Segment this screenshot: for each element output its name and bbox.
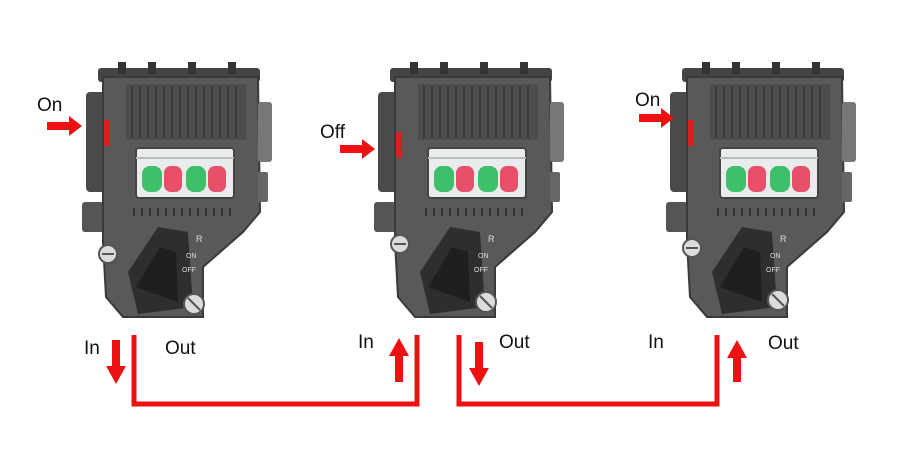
out-label-2: Out (499, 332, 530, 353)
cable-entry (128, 227, 193, 314)
switch-arrow-1 (47, 116, 82, 136)
switch-arrow-2 (340, 139, 375, 159)
in-label-3: In (648, 332, 664, 353)
vent-grille (418, 84, 538, 140)
profibus-connector-2: R ON OFF (374, 62, 564, 318)
terminal-ridges (425, 208, 523, 216)
out-arrow-up-3 (727, 340, 747, 382)
off-mark: OFF (766, 267, 780, 274)
red-switch-tab (688, 120, 694, 146)
on-mark: ON (770, 253, 781, 260)
switch-label-1: On (37, 95, 63, 116)
out-label-3: Out (768, 333, 799, 354)
profibus-connector-1: R ON OFF (82, 62, 272, 318)
terminal-ridges (133, 208, 231, 216)
red-switch-tab (104, 120, 110, 146)
in-arrow-up-2 (389, 338, 409, 382)
r-mark: R (780, 234, 787, 244)
red-switch-tab (396, 132, 402, 158)
switch-arrow-3 (639, 108, 674, 128)
off-mark: OFF (474, 267, 488, 274)
cable-segment-1-2 (131, 335, 420, 407)
r-mark: R (488, 234, 495, 244)
in-arrow-down-1 (106, 340, 126, 384)
profibus-connector-3: R ON OFF (666, 62, 856, 318)
terminal-ridges (717, 208, 815, 216)
terminal-window (719, 147, 819, 199)
terminal-window (427, 147, 527, 199)
terminal-window (135, 147, 235, 199)
off-mark: OFF (182, 267, 196, 274)
in-label-1: In (84, 338, 100, 359)
cable-entry (712, 227, 777, 314)
vent-grille (710, 84, 830, 140)
switch-label-2: Off (320, 122, 345, 143)
cable-entry (420, 227, 485, 314)
out-label-1: Out (165, 338, 196, 359)
on-mark: ON (186, 253, 197, 260)
cable-segment-2-3 (456, 335, 720, 407)
r-mark: R (196, 234, 203, 244)
out-arrow-down-2 (469, 342, 489, 386)
on-mark: ON (478, 253, 489, 260)
vent-grille (126, 84, 246, 140)
in-label-2: In (358, 332, 374, 353)
switch-label-3: On (635, 90, 661, 111)
